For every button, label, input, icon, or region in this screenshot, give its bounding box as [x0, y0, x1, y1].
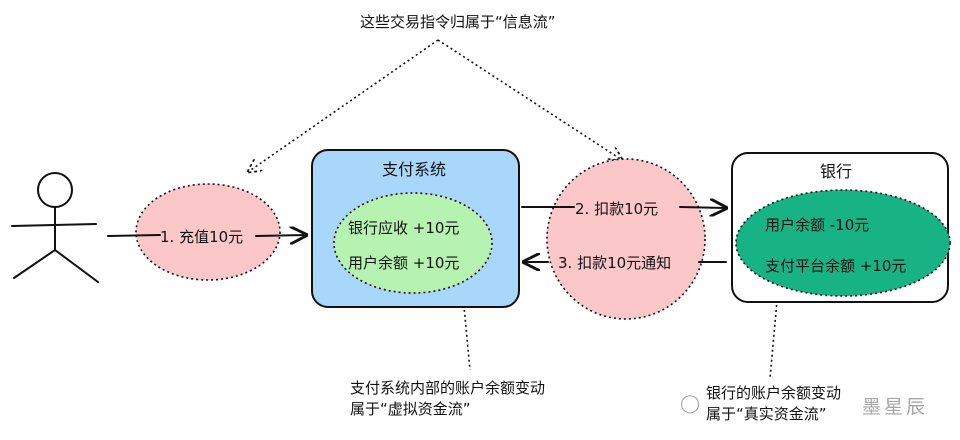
payment-ledger-entry-user: 用户余额 +10元 [348, 254, 460, 272]
step2-label: 2. 扣款10元 [575, 200, 659, 218]
user-stick-figure [11, 172, 99, 283]
bank-ledger-entry-platform: 支付平台余额 +10元 [765, 257, 907, 275]
watermark-logo: ◯ [680, 392, 703, 414]
bank-ledger-ellipse [735, 189, 951, 297]
info-flow-connectors [248, 39, 779, 379]
bank-title: 银行 [820, 162, 853, 181]
wechat-icon: ◯ [680, 393, 704, 414]
real-flow-note-line1: 银行的账户余额变动 [706, 384, 842, 402]
virtual-flow-note-line1: 支付系统内部的账户余额变动 [350, 379, 546, 397]
step1-label: 1. 充值10元 [160, 228, 244, 246]
step3-label: 3. 扣款10元通知 [558, 254, 672, 272]
real-flow-note-line2: 属于“真实资金流” [706, 405, 827, 423]
info-flow-note: 这些交易指令归属于“信息流” [360, 13, 556, 31]
payment-ledger-ellipse [333, 192, 493, 294]
virtual-flow-note-line2: 属于“虚拟资金流” [350, 400, 471, 418]
watermark-text: 墨星辰 [862, 396, 929, 418]
arrow-user-to-payment [107, 234, 161, 237]
virtual-flow-note: 支付系统内部的账户余额变动 属于“虚拟资金流” [350, 378, 545, 420]
payment-system-title: 支付系统 [382, 160, 447, 179]
flow-arrows [107, 207, 726, 262]
real-flow-note: 银行的账户余额变动 属于“真实资金流” [706, 383, 841, 425]
payment-ledger-entry-receivable: 银行应收 +10元 [348, 219, 460, 237]
steps23-ellipse [546, 158, 706, 320]
step1-ellipse [135, 183, 281, 281]
bank-ledger-entry-user: 用户余额 -10元 [765, 216, 870, 234]
